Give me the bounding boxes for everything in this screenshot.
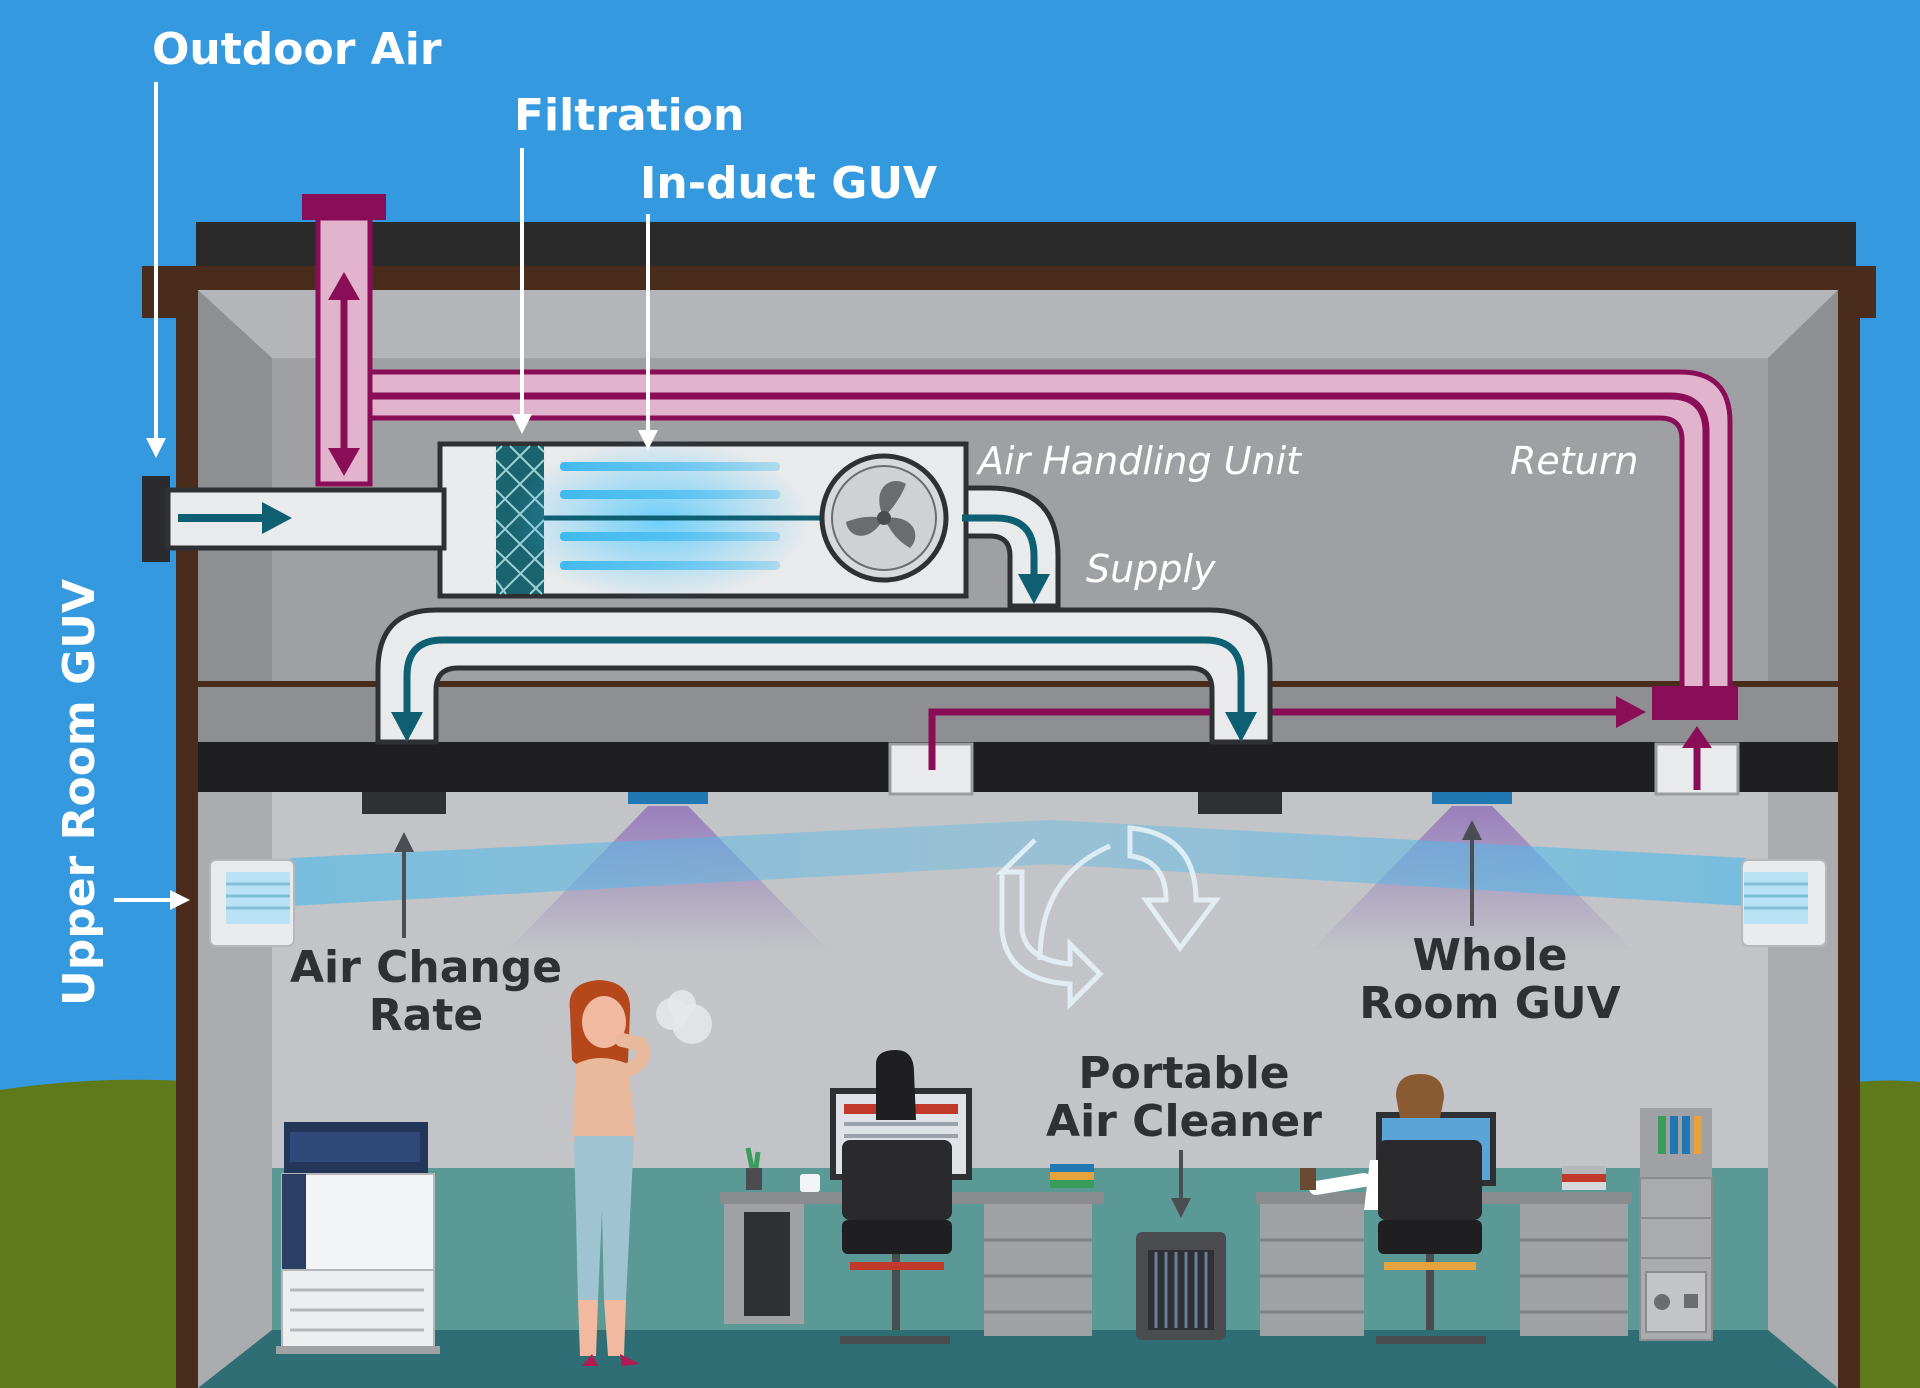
grass-left <box>0 1079 200 1388</box>
supply-flow-arrowhead-top <box>1018 574 1050 604</box>
in-duct-uv-lamps <box>560 462 780 570</box>
supply-diffuser-right <box>1198 792 1282 814</box>
supply-diffuser-left <box>362 792 446 814</box>
left-wall <box>176 300 198 1388</box>
intake-flow-arrowhead <box>262 502 292 534</box>
supply-flow-line-top <box>962 514 1038 580</box>
filing-cabinet <box>1639 1108 1713 1341</box>
uv-lamp <box>560 462 780 471</box>
intake-louver <box>142 476 170 562</box>
air-handling-unit <box>437 440 969 600</box>
label-portable-air-cleaner-line2: Air Cleaner <box>1046 1096 1322 1147</box>
supply-flow-arrowhead-right <box>1225 712 1257 742</box>
left-workstation <box>720 1050 1104 1344</box>
callout-arrows <box>114 82 1482 1218</box>
upper-room-uv-fixture-left <box>209 859 295 947</box>
upper-room-beam <box>290 820 1746 906</box>
uv-lamp <box>560 490 780 499</box>
label-portable-air-cleaner-line1: Portable <box>1078 1048 1289 1099</box>
exhaust-down-arrowhead <box>328 448 360 476</box>
label-outdoor-air: Outdoor Air <box>152 24 442 75</box>
label-whole-room-guv-line1: Whole <box>1412 930 1567 981</box>
label-return: Return <box>1510 439 1638 483</box>
right-wall <box>1838 300 1860 1388</box>
upper-room-guv <box>209 820 1827 947</box>
return-branch-arrowhead <box>1616 696 1646 728</box>
return-branch-line <box>928 708 1626 770</box>
label-air-change-rate-line2: Rate <box>369 990 483 1041</box>
supply-duct <box>375 485 1273 745</box>
whole-room-uv-fixture-left <box>628 792 708 804</box>
supply-flow-arrowhead-left <box>391 712 423 742</box>
return-duct <box>302 194 1740 796</box>
whole-room-uv-fixture-right <box>1432 792 1512 804</box>
label-in-duct-guv: In-duct GUV <box>640 158 937 209</box>
woman-coughing <box>569 980 712 1366</box>
floor <box>198 1330 1838 1388</box>
upper-room-uv-fixture-right <box>1741 859 1827 947</box>
label-upper-room-guv: Upper Room GUV <box>54 579 105 1006</box>
fan-icon <box>819 453 949 583</box>
label-supply: Supply <box>1086 547 1216 591</box>
return-up-arrowhead-right <box>1682 726 1712 748</box>
exhaust-up-arrowhead <box>328 272 360 300</box>
label-filtration: Filtration <box>514 90 744 141</box>
right-workstation <box>1256 1074 1632 1344</box>
copier-printer <box>276 1122 440 1354</box>
supply-flow-line <box>403 636 1245 720</box>
label-air-handling-unit: Air Handling Unit <box>975 439 1303 483</box>
uv-lamp <box>560 532 780 541</box>
outdoor-air-intake <box>142 476 447 562</box>
return-grille-top <box>1652 686 1738 720</box>
roof-top <box>196 222 1856 268</box>
label-air-change-rate-line1: Air Change <box>290 942 562 993</box>
label-whole-room-guv-line2: Room GUV <box>1359 978 1620 1029</box>
portable-air-cleaner <box>1136 1232 1226 1340</box>
ceiling-top-face <box>198 290 1838 358</box>
recirculation-icon <box>995 825 1221 1011</box>
labels: Outdoor Air Filtration In-duct GUV Air H… <box>54 24 1638 1147</box>
uv-lamp <box>560 561 780 570</box>
return-inner-line <box>372 392 1710 690</box>
ceiling-slab <box>198 742 1838 792</box>
